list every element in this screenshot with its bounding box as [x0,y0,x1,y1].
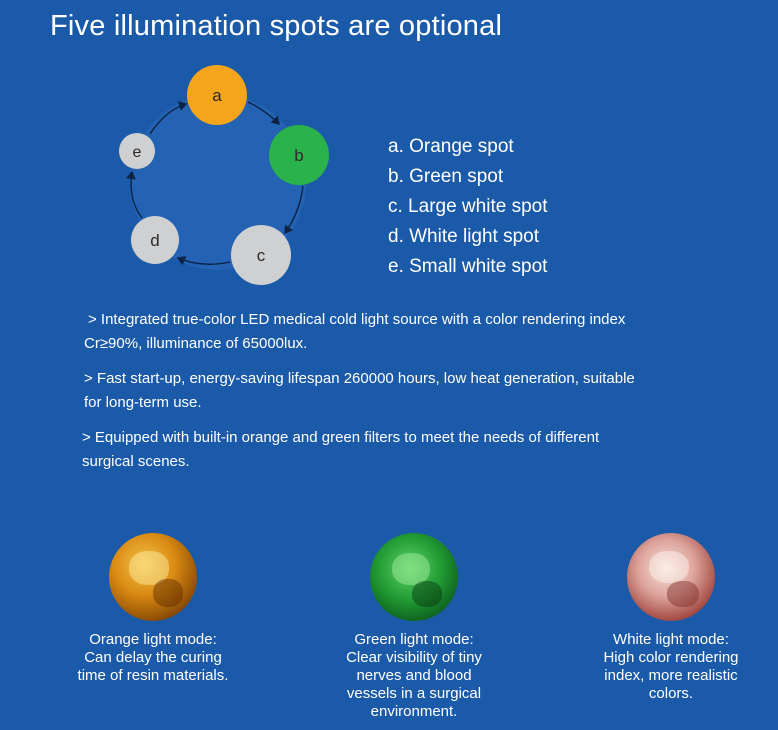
orange-mode-caption: Orange light mode: Can delay the curing … [58,631,248,685]
spot-d: d [131,216,179,264]
spot-a: a [187,65,247,125]
feature-line: Cr≥90%, illuminance of 65000lux. [84,335,308,352]
arrow-c-d [176,256,231,266]
spot-legend-item-c: c. Large white spot [388,196,548,217]
feature-item: > Equipped with built-in orange and gree… [82,426,702,474]
caption-line: Orange light mode: [89,631,217,648]
arrow-e-a [149,101,188,135]
green-mode: Green light mode: Clear visibility of ti… [319,533,509,721]
caption-line: index, more realistic [604,667,738,684]
feature-line: > Equipped with built-in orange and gree… [82,429,600,446]
caption-line: vessels in a surgical [346,685,482,702]
white-mode: White light mode: High color rendering i… [576,533,766,703]
orange-mode: Orange light mode: Can delay the curing … [58,533,248,685]
arrow-b-c [284,185,304,235]
spot-legend-item-d: d. White light spot [388,226,540,247]
spot-e: e [119,133,155,169]
feature-line: > Integrated true-color LED medical cold… [88,311,626,328]
feature-line: surgical scenes. [82,453,190,470]
caption-line: colors. [648,685,694,702]
spot-e-letter: e [133,144,142,161]
green-mode-image [370,533,458,621]
caption-line: Clear visibility of tiny [346,649,482,666]
feature-item: > Integrated true-color LED medical cold… [82,308,702,356]
spot-a-letter: a [212,86,222,105]
spot-legend-item-e: e. Small white spot [388,256,548,277]
orange-mode-image [109,533,197,621]
feature-item: > Fast start-up, energy-saving lifespan … [82,367,702,415]
feature-list: > Integrated true-color LED medical cold… [82,308,702,485]
spot-legend: a. Orange spot b. Green spot c. Large wh… [388,132,547,282]
arrow-a-b [247,101,280,125]
white-mode-caption: White light mode: High color rendering i… [576,631,766,703]
caption-line: Green light mode: [354,631,474,648]
spot-legend-item-a: a. Orange spot [388,136,514,157]
spot-legend-item-b: b. Green spot [388,166,504,187]
spot-b-letter: b [294,146,303,165]
caption-line: White light mode: [613,631,729,648]
caption-line: environment. [370,703,458,720]
page-title: Five illumination spots are optional [50,10,503,42]
caption-line: Can delay the curing [84,649,222,666]
spot-b: b [269,125,329,185]
caption-line: High color rendering [603,649,739,666]
green-mode-caption: Green light mode: Clear visibility of ti… [319,631,509,721]
caption-line: nerves and blood [356,667,472,684]
spot-d-letter: d [150,231,159,250]
spot-c-letter: c [257,246,266,265]
arrow-d-e [126,170,143,219]
feature-line: for long-term use. [84,394,202,411]
spot-cycle-diagram: a b c d e [119,65,329,285]
spot-c: c [231,225,291,285]
caption-line: time of resin materials. [77,667,229,684]
white-mode-image [627,533,715,621]
feature-line: > Fast start-up, energy-saving lifespan … [84,370,635,387]
